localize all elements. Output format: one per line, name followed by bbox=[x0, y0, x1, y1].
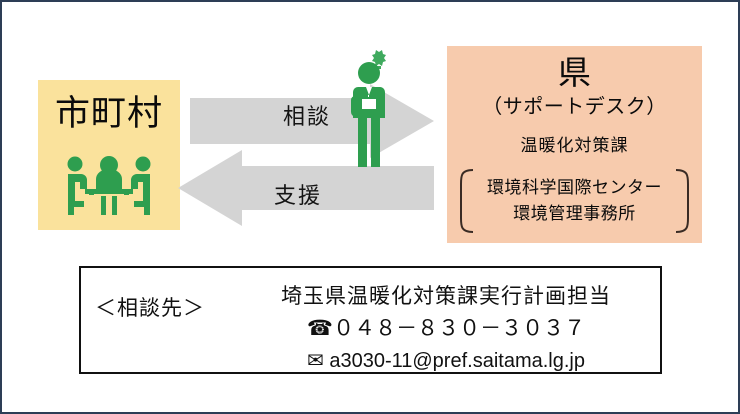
meeting-people-icon bbox=[67, 156, 151, 215]
prefecture-department: 温暖化対策課 bbox=[520, 136, 629, 155]
support-arrow-label: 支援 bbox=[274, 183, 323, 208]
municipality-box: 市町村 bbox=[38, 80, 180, 230]
prefecture-title: 県 bbox=[558, 54, 591, 91]
prefecture-office-line-1: 環境科学国際センター bbox=[487, 178, 662, 197]
prefecture-office-line-2: 環境管理事務所 bbox=[513, 204, 636, 223]
businessperson-idea-icon bbox=[351, 50, 386, 167]
contact-email[interactable]: a3030-11@pref.saitama.lg.jp bbox=[329, 350, 585, 372]
contact-label: ＜相談先＞ bbox=[95, 297, 205, 320]
support-arrow bbox=[178, 150, 434, 226]
contact-box: ＜相談先＞ 埼玉県温暖化対策課実行計画担当 ☎０４８－８３０－３０３７ ✉ a3… bbox=[79, 266, 662, 374]
prefecture-box: 県 （サポートデスク） 温暖化対策課 環境科学国際センター 環境管理事務所 bbox=[447, 46, 702, 243]
municipality-label: 市町村 bbox=[54, 94, 163, 133]
prefecture-offices-group: 環境科学国際センター 環境管理事務所 bbox=[455, 166, 694, 236]
prefecture-offices-lines: 環境科学国際センター 環境管理事務所 bbox=[487, 175, 662, 227]
contact-details: 埼玉県温暖化対策課実行計画担当 ☎０４８－８３０－３０３７ ✉ a3030-11… bbox=[241, 282, 651, 376]
contact-telephone-row: ☎０４８－８３０－３０３７ bbox=[241, 312, 651, 345]
curly-bracket-icon bbox=[460, 169, 689, 233]
telephone-icon: ☎ bbox=[306, 316, 334, 340]
contact-email-row: ✉ a3030-11@pref.saitama.lg.jp bbox=[241, 345, 651, 376]
contact-telephone: ０４８－８３０－３０３７ bbox=[333, 317, 586, 340]
prefecture-subtitle: （サポートデスク） bbox=[482, 96, 667, 118]
contact-office: 埼玉県温暖化対策課実行計画担当 bbox=[281, 285, 611, 308]
consultation-arrow-label: 相談 bbox=[283, 104, 332, 129]
mail-icon: ✉ bbox=[307, 348, 324, 372]
